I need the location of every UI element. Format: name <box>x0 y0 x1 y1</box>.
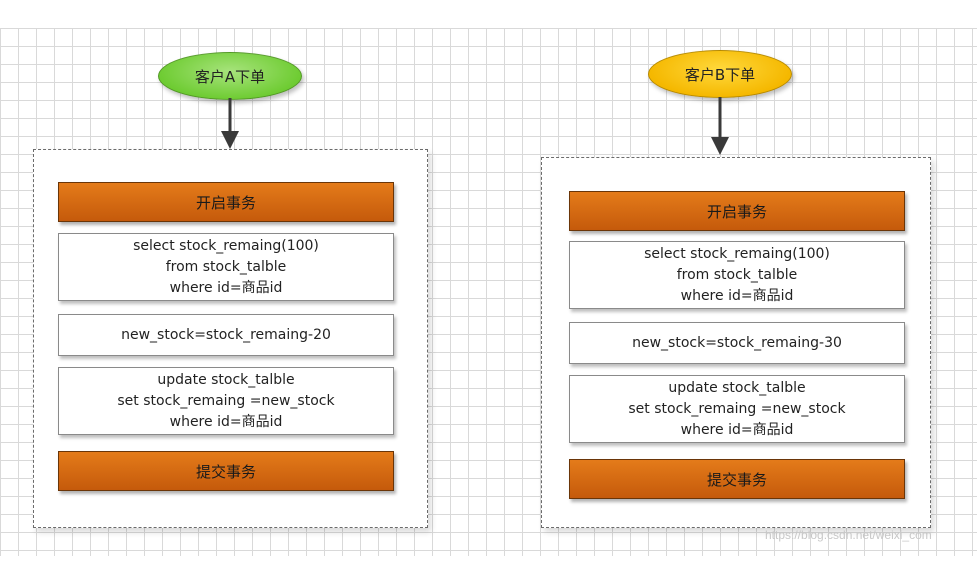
select-line-2: from stock_talble <box>676 266 798 283</box>
update-step-a: update stock_talble set stock_remaing =n… <box>58 367 394 435</box>
select-line-3: where id=商品id <box>680 287 794 304</box>
select-line-3: where id=商品id <box>169 279 283 296</box>
select-step-b: select stock_remaing(100) from stock_tal… <box>569 241 905 309</box>
arrow-a <box>221 98 239 149</box>
compute-step-a: new_stock=stock_remaing-20 <box>58 314 394 356</box>
begin-transaction-b: 开启事务 <box>569 191 905 231</box>
select-line-1: select stock_remaing(100) <box>133 237 319 254</box>
compute-step-b: new_stock=stock_remaing-30 <box>569 322 905 364</box>
commit-transaction-b: 提交事务 <box>569 459 905 499</box>
begin-transaction-a: 开启事务 <box>58 182 394 222</box>
watermark: https://blog.csdn.net/weixi_com <box>765 528 932 542</box>
compute-line: new_stock=stock_remaing-30 <box>632 334 842 351</box>
commit-transaction-a: 提交事务 <box>58 451 394 491</box>
update-line-2: set stock_remaing =new_stock <box>628 400 846 417</box>
compute-line: new_stock=stock_remaing-20 <box>121 326 331 343</box>
update-step-b: update stock_talble set stock_remaing =n… <box>569 375 905 443</box>
update-line-1: update stock_talble <box>668 379 806 396</box>
update-line-2: set stock_remaing =new_stock <box>117 392 335 409</box>
update-line-3: where id=商品id <box>680 421 794 438</box>
start-node-customer-b: 客户B下单 <box>648 50 792 98</box>
select-line-1: select stock_remaing(100) <box>644 245 830 262</box>
transaction-group-a: 开启事务 select stock_remaing(100) from stoc… <box>33 149 428 528</box>
update-line-1: update stock_talble <box>157 371 295 388</box>
transaction-group-b: 开启事务 select stock_remaing(100) from stoc… <box>541 157 931 528</box>
select-line-2: from stock_talble <box>165 258 287 275</box>
arrow-b <box>711 97 729 155</box>
start-node-customer-a: 客户A下单 <box>158 52 302 100</box>
select-step-a: select stock_remaing(100) from stock_tal… <box>58 233 394 301</box>
update-line-3: where id=商品id <box>169 413 283 430</box>
